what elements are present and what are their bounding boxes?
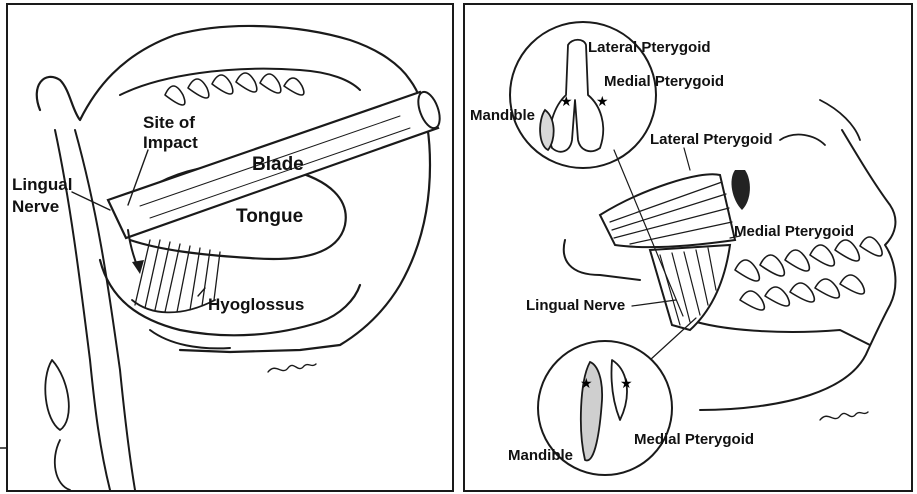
site-of-impact-label-line1: Site of [143, 113, 195, 132]
hyoglossus-label: Hyoglossus [208, 295, 304, 314]
mandible-bottom-label: Mandible [508, 447, 573, 464]
mandible-top-label: Mandible [470, 107, 535, 124]
left-panel: Site of Impact Blade Lingual Nerve Tongu… [7, 4, 453, 491]
blade-label: Blade [252, 154, 304, 175]
left-panel-frame [7, 4, 453, 491]
site-of-impact-label-line2: Impact [143, 133, 198, 152]
lingual-nerve-label: Lingual Nerve [526, 297, 625, 314]
medial-pterygoid-inset-label: Medial Pterygoid [604, 73, 724, 90]
tongue-label: Tongue [236, 206, 303, 227]
lateral-pterygoid-inset-label: Lateral Pterygoid [588, 39, 711, 56]
star-marker: ★ [560, 94, 573, 110]
right-panel: ★ ★ [464, 4, 912, 491]
lateral-pterygoid-label: Lateral Pterygoid [650, 131, 773, 148]
lingual-nerve-label-line2: Nerve [12, 197, 59, 216]
star-marker: ★ [580, 376, 593, 392]
lingual-nerve-label-line1: Lingual [12, 175, 72, 194]
medial-pterygoid-bottom-label: Medial Pterygoid [634, 431, 754, 448]
medial-pterygoid-label: Medial Pterygoid [734, 223, 854, 240]
star-marker: ★ [620, 376, 633, 392]
star-marker: ★ [596, 94, 609, 110]
